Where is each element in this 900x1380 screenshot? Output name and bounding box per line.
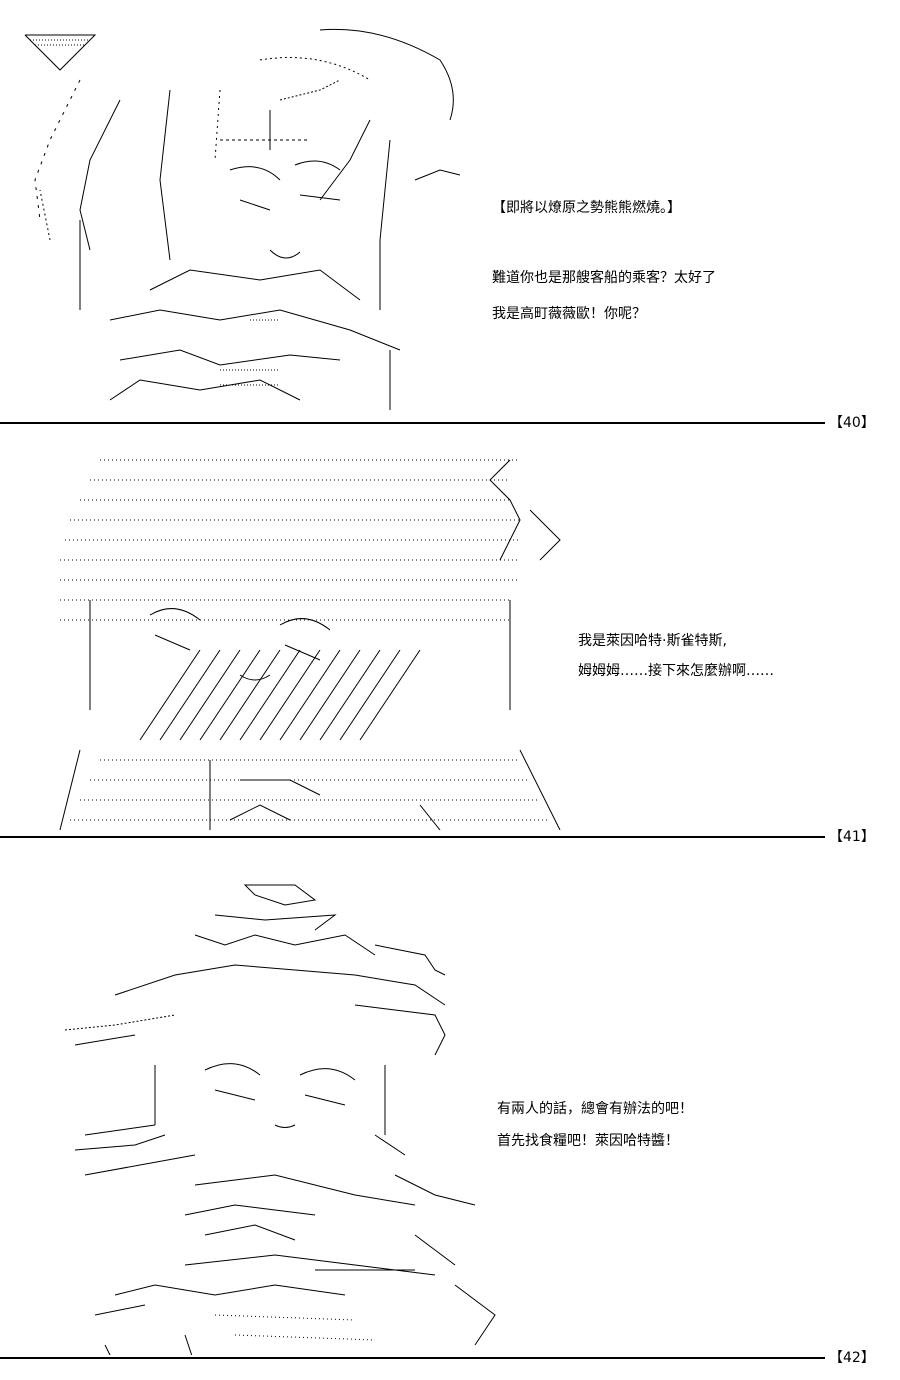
ascii-art-drawing — [64, 884, 496, 1355]
panel-divider — [0, 1357, 825, 1359]
ascii-art-character-2 — [40, 450, 580, 830]
dialogue-line: 難道你也是那艘客船的乘客？太好了 — [492, 270, 716, 286]
dialogue-block-42: 有兩人的話，總會有辦法的吧！ 首先找食糧吧！萊因哈特醬！ — [497, 1099, 693, 1167]
page-number-40: 【40】 — [829, 415, 875, 431]
ascii-art-drawing — [59, 459, 561, 830]
page-number-41: 【41】 — [829, 829, 875, 845]
panel-divider — [0, 422, 825, 424]
panel-divider — [0, 836, 825, 838]
panel-41: 我是萊因哈特·斯雀特斯, 姆姆姆……接下來怎麼辦啊…… 【41】 — [0, 430, 900, 845]
ascii-art-character-3 — [55, 875, 515, 1355]
dialogue-line: 我是高町薇薇歐！你呢？ — [492, 306, 646, 322]
dialogue-line: 首先找食糧吧！萊因哈特醬！ — [497, 1133, 679, 1149]
panel-40: 【即將以燎原之勢熊熊燃燒。】 難道你也是那艘客船的乘客？太好了 我是高町薇薇歐！… — [0, 0, 900, 431]
dialogue-line: 有兩人的話，總會有辦法的吧！ — [497, 1101, 693, 1117]
ascii-art-character-1 — [20, 20, 480, 420]
dialogue-line: 【即將以燎原之勢熊熊燃燒。】 — [492, 200, 681, 216]
dialogue-block-41: 我是萊因哈特·斯雀特斯, 姆姆姆……接下來怎麼辦啊…… — [578, 631, 774, 697]
page-number-42: 【42】 — [829, 1350, 875, 1366]
dialogue-line: 姆姆姆……接下來怎麼辦啊…… — [578, 663, 774, 679]
ascii-art-drawing — [24, 28, 461, 410]
panel-42: 有兩人的話，總會有辦法的吧！ 首先找食糧吧！萊因哈特醬！ 【42】 — [0, 845, 900, 1380]
dialogue-block-40: 【即將以燎原之勢熊熊燃燒。】 難道你也是那艘客船的乘客？太好了 我是高町薇薇歐！… — [492, 198, 716, 340]
dialogue-line: 我是萊因哈特·斯雀特斯, — [578, 633, 727, 649]
